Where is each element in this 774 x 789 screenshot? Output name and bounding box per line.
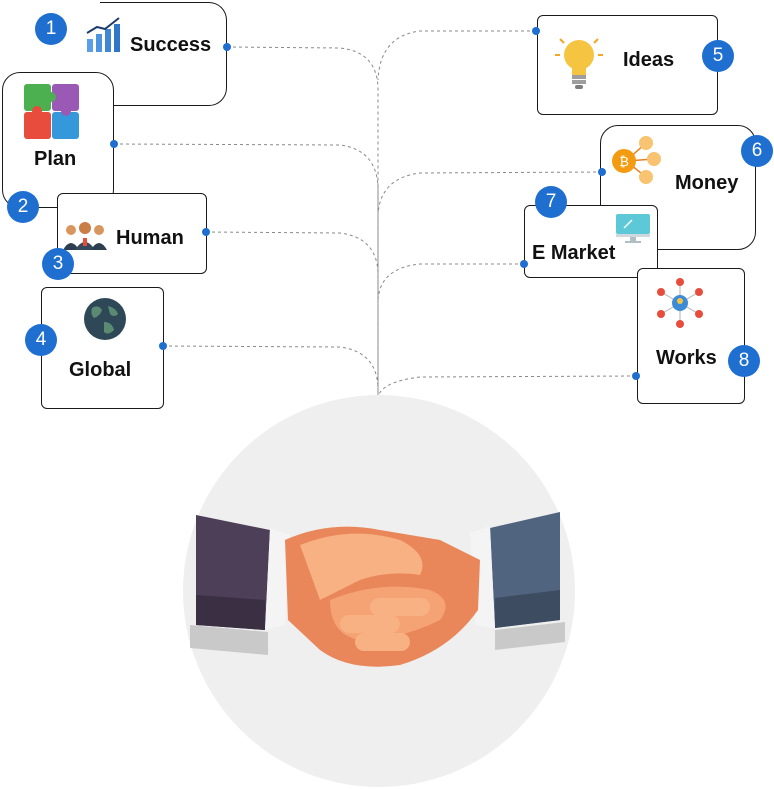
node-label-global: Global xyxy=(69,359,132,381)
node-label-emarket: E Market xyxy=(532,242,616,264)
node-label-works: Works xyxy=(656,347,717,369)
node-number-6: 6 xyxy=(741,135,773,167)
node-number-1: 1 xyxy=(35,13,67,45)
connector-plan xyxy=(113,143,379,395)
connector-dot-plan xyxy=(110,140,118,148)
node-label-human: Human xyxy=(116,227,184,249)
node-number-5: 5 xyxy=(702,40,734,72)
puzzle-icon xyxy=(24,84,79,139)
connector-dot-ideas xyxy=(532,27,540,35)
team-icon xyxy=(63,222,107,250)
connector-ideas xyxy=(377,30,536,81)
connector-emarket xyxy=(377,263,524,301)
node-number-3: 3 xyxy=(42,248,74,280)
connector-dot-money xyxy=(598,168,606,176)
connector-human xyxy=(205,231,379,276)
node-label-money: Money xyxy=(675,172,739,194)
node-card-ideas[interactable] xyxy=(537,15,718,115)
node-number-2: 2 xyxy=(7,191,39,223)
svg-text:₿: ₿ xyxy=(619,154,629,169)
node-label-success: Success xyxy=(130,34,212,56)
node-number-7: 7 xyxy=(535,186,567,218)
lightbulb-icon xyxy=(555,38,603,89)
growth-chart-icon xyxy=(86,17,120,52)
node-number-8: 8 xyxy=(728,345,760,377)
connector-dot-emarket xyxy=(520,260,528,268)
connector-dot-human xyxy=(202,228,210,236)
connector-works xyxy=(377,375,637,399)
connector-dot-works xyxy=(632,372,640,380)
currency-icon: ₿ xyxy=(612,136,661,184)
connector-success xyxy=(226,46,379,395)
connector-global xyxy=(162,345,379,391)
node-card-success[interactable] xyxy=(100,2,227,106)
network-icon xyxy=(657,278,703,328)
connector-money xyxy=(377,171,603,216)
node-label-plan: Plan xyxy=(34,148,77,170)
node-number-4: 4 xyxy=(25,324,57,356)
monitor-icon xyxy=(616,214,650,243)
globe-icon xyxy=(84,298,126,340)
node-label-ideas: Ideas xyxy=(623,49,675,71)
node-card-works[interactable] xyxy=(637,268,745,404)
connector-dot-success xyxy=(223,43,231,51)
connector-dot-global xyxy=(159,342,167,350)
